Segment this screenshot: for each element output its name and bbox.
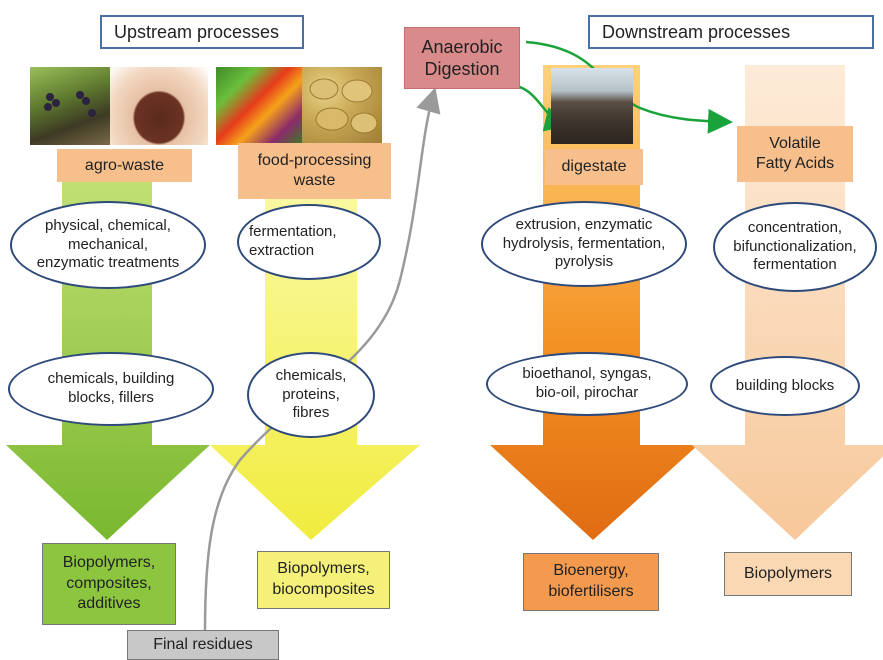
vfa-treatment-oval: concentration, bifunctionalization, ferm… [713,202,877,292]
agro-treatment-oval: physical, chemical, mechanical, enzymati… [10,201,206,289]
food-output-box: Biopolymers, biocomposites [257,551,390,609]
downstream-header: Downstream processes [588,15,874,49]
agro-flow-arrow [6,150,210,540]
digestion-to-vfa-arrow [525,40,733,134]
digestate-flow-arrow [490,65,698,540]
digestate-photo [551,68,633,144]
agro-waste-label: agro-waste [57,149,192,182]
upstream-header: Upstream processes [100,15,304,49]
pomace-photo [110,67,208,145]
potato-icon [309,78,378,134]
food-intermediate-oval: chemicals, proteins, fibres [247,352,375,438]
vegetables-photo [216,67,302,145]
agro-intermediate-oval: chemicals, building blocks, fillers [8,352,214,426]
vfa-intermediate-oval: building blocks [710,356,860,416]
food-flow-arrow [210,150,420,540]
digestate-label: digestate [545,149,643,185]
vineyard-photo [30,67,110,145]
vfa-output-box: Biopolymers [724,552,852,596]
potatoes-photo [302,67,382,145]
grapes-icon [44,91,96,117]
anaerobic-digestion-box: Anaerobic Digestion [404,27,520,89]
volatile-fatty-acids-label: Volatile Fatty Acids [737,126,853,182]
agro-output-box: Biopolymers, composites, additives [42,543,176,625]
digestate-treatment-oval: extrusion, enzymatic hydrolysis, ferment… [481,201,687,287]
digestate-output-box: Bioenergy, biofertilisers [523,553,659,611]
food-processing-waste-label: food-processing waste [238,143,391,199]
vfa-flow-arrow [692,65,883,540]
final-residues-box: Final residues [127,630,279,660]
food-treatment-oval: fermentation, extraction [237,204,381,280]
digestate-intermediate-oval: bioethanol, syngas, bio-oil, pirochar [486,352,688,416]
